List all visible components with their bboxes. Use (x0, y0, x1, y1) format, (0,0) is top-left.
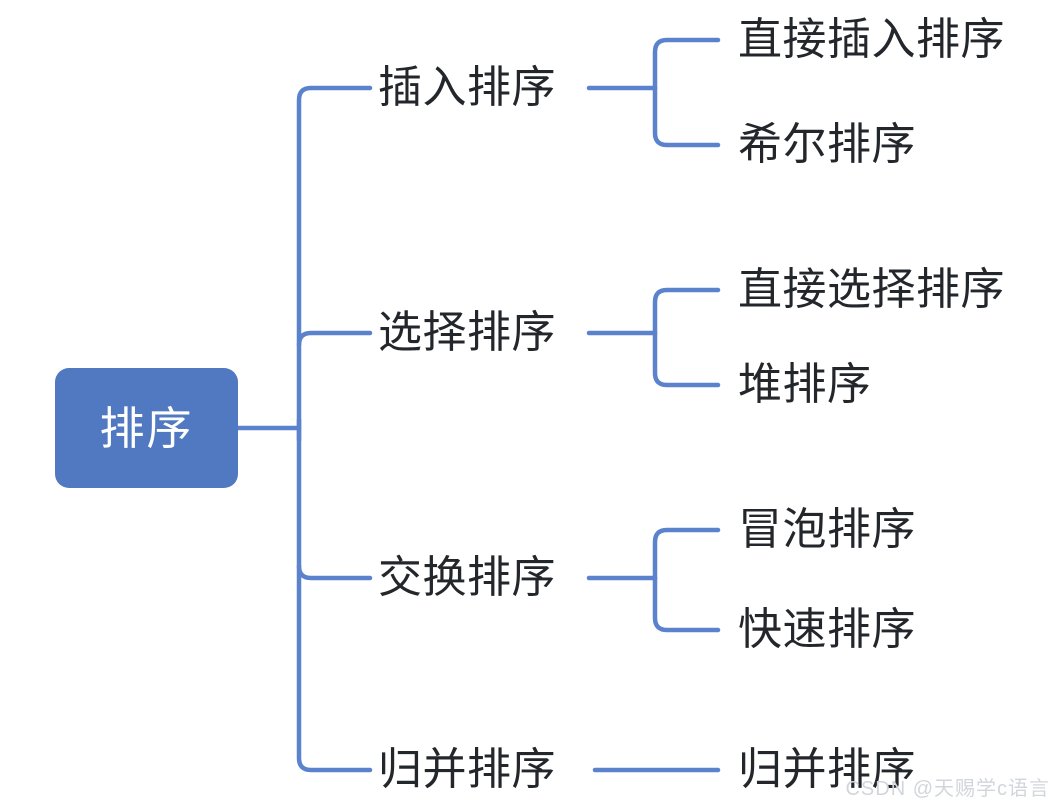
branch-node-selection-sort[interactable]: 选择排序 (378, 308, 556, 357)
leaf-node-quick-sort[interactable]: 快速排序 (738, 605, 916, 654)
branch-node-insertion-sort[interactable]: 插入排序 (378, 63, 556, 112)
connector-branch-3-child-1 (652, 527, 721, 581)
connector-trunk-branch-2 (296, 330, 373, 348)
watermark: CSDN @天赐学c语言 (845, 778, 1050, 800)
branch-node-merge-sort[interactable]: 归并排序 (378, 745, 556, 794)
leaf-node-direct-selection-sort[interactable]: 直接选择排序 (738, 265, 1005, 314)
leaf-node-bubble-sort[interactable]: 冒泡排序 (738, 505, 916, 554)
connector-branch-2-child-2 (652, 330, 721, 388)
leaf-node-heap-sort[interactable]: 堆排序 (738, 360, 872, 409)
connector-trunk-branch-4 (296, 417, 373, 773)
connector-trunk-branch-1 (296, 85, 373, 443)
root-node[interactable]: 排序 (55, 368, 238, 488)
leaf-node-merge-sort[interactable]: 归并排序 (738, 745, 916, 794)
connector-branch-1-child-2 (652, 85, 721, 148)
root-node-label: 排序 (99, 402, 194, 454)
branch-node-exchange-sort[interactable]: 交换排序 (378, 553, 556, 602)
connector-branch-3-child-2 (652, 575, 721, 633)
leaf-node-shell-sort[interactable]: 希尔排序 (738, 120, 916, 169)
connector-trunk-branch-3 (296, 563, 373, 581)
connector-branch-2-child-1 (652, 287, 721, 336)
leaf-node-direct-insertion-sort[interactable]: 直接插入排序 (738, 15, 1005, 64)
connector-branch-1-child-1 (652, 37, 721, 91)
